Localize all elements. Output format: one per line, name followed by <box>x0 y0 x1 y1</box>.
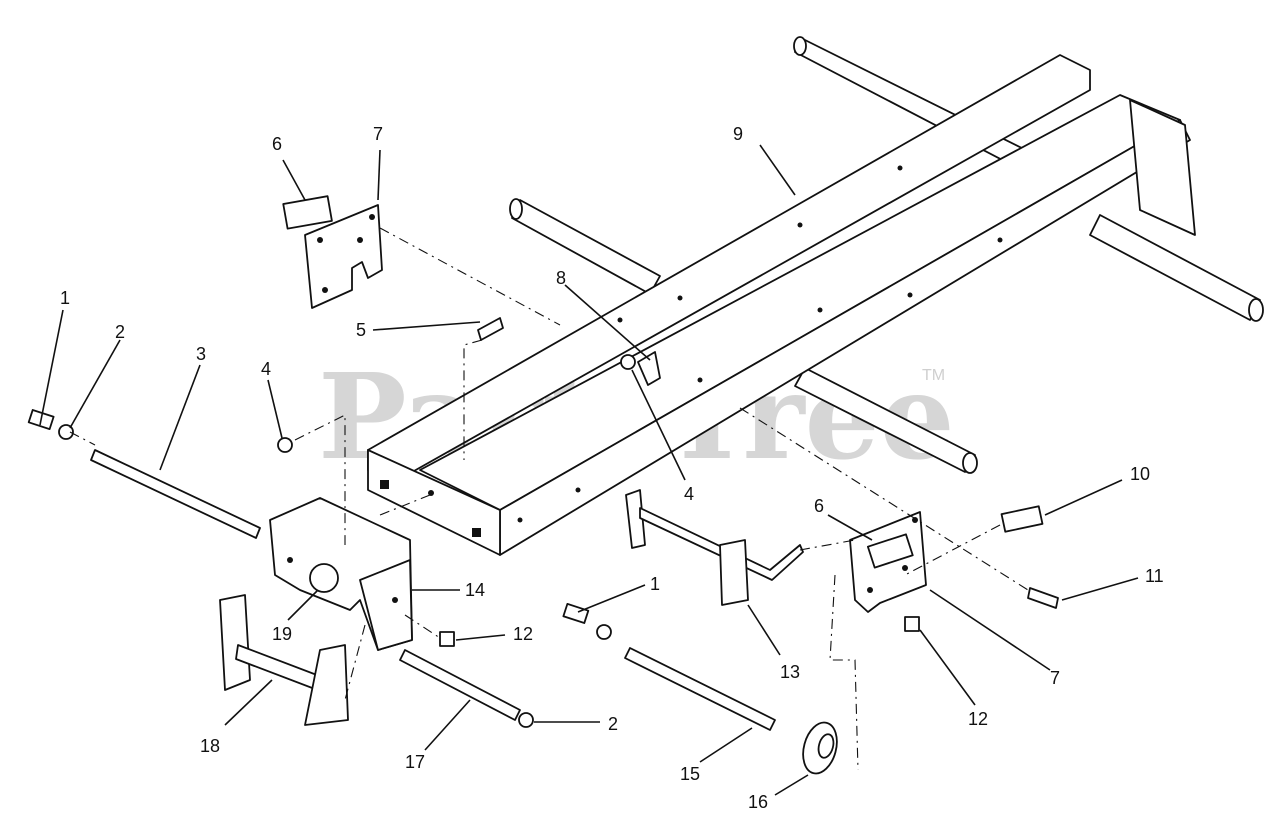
hex-nut <box>58 424 74 440</box>
alignment-line <box>69 431 96 446</box>
spacer-bushing <box>439 631 455 647</box>
alignment-line <box>739 407 1029 591</box>
hex-nut <box>596 624 612 640</box>
side-bracket-plate-upper <box>304 204 383 309</box>
callout-3: 3 <box>196 344 206 364</box>
hanger-bracket <box>269 497 413 651</box>
rod-lower <box>624 647 776 731</box>
lock-nut <box>620 354 636 370</box>
callout-9: 9 <box>733 124 743 144</box>
rod-short <box>399 649 521 721</box>
spring <box>562 602 590 624</box>
alignment-line <box>379 494 431 516</box>
callout-6-lower: 6 <box>814 496 824 516</box>
front-axle-tube <box>509 198 978 474</box>
main-frame <box>367 54 1196 556</box>
callout-17: 17 <box>405 752 425 772</box>
rear-axle-tube <box>793 36 1264 322</box>
decal-label-lower <box>866 533 914 569</box>
hex-nut <box>518 712 534 728</box>
lift-bracket <box>219 594 349 726</box>
callout-1-lower: 1 <box>650 574 660 594</box>
alignment-line <box>404 614 441 639</box>
spacer-sleeve <box>1000 505 1044 533</box>
callout-7-lower: 7 <box>1050 668 1060 688</box>
callout-1: 1 <box>60 288 70 308</box>
alignment-line <box>904 524 1001 576</box>
side-bracket-plate-lower <box>849 511 927 613</box>
carriage-bolt <box>477 317 504 341</box>
alignment-line <box>344 624 366 701</box>
callout-4-lower: 4 <box>684 484 694 504</box>
callout-13: 13 <box>780 662 800 682</box>
frame-slot <box>380 480 389 489</box>
callout-12: 12 <box>513 624 533 644</box>
watermark-trademark: TM <box>922 367 945 384</box>
callout-5: 5 <box>356 320 366 340</box>
frame-slot <box>472 528 481 537</box>
callout-15: 15 <box>680 764 700 784</box>
callout-7: 7 <box>373 124 383 144</box>
callout-6: 6 <box>272 134 282 154</box>
alignment-line <box>379 227 561 326</box>
rod-long <box>90 449 261 539</box>
alignment-line <box>829 574 859 771</box>
callout-2: 2 <box>115 322 125 342</box>
lock-nut <box>277 437 293 453</box>
leader-lines <box>39 144 1139 796</box>
spacer-bushing <box>904 616 920 632</box>
cam-plate <box>637 351 661 386</box>
callout-11: 11 <box>1145 566 1164 586</box>
callout-8: 8 <box>556 268 566 288</box>
callout-19: 19 <box>272 624 292 644</box>
lift-link <box>625 489 804 606</box>
hex-bolt <box>1027 587 1059 609</box>
callout-2-lower: 2 <box>608 714 618 734</box>
callout-18: 18 <box>200 736 220 756</box>
alignment-line <box>799 539 856 551</box>
decal-label-upper <box>282 195 333 230</box>
callout-14: 14 <box>465 580 485 600</box>
callout-10: 10 <box>1130 464 1150 484</box>
alignment-line <box>463 339 483 460</box>
callout-4: 4 <box>261 359 271 379</box>
callout-16: 16 <box>748 792 768 812</box>
callout-12-lower: 12 <box>968 709 988 729</box>
